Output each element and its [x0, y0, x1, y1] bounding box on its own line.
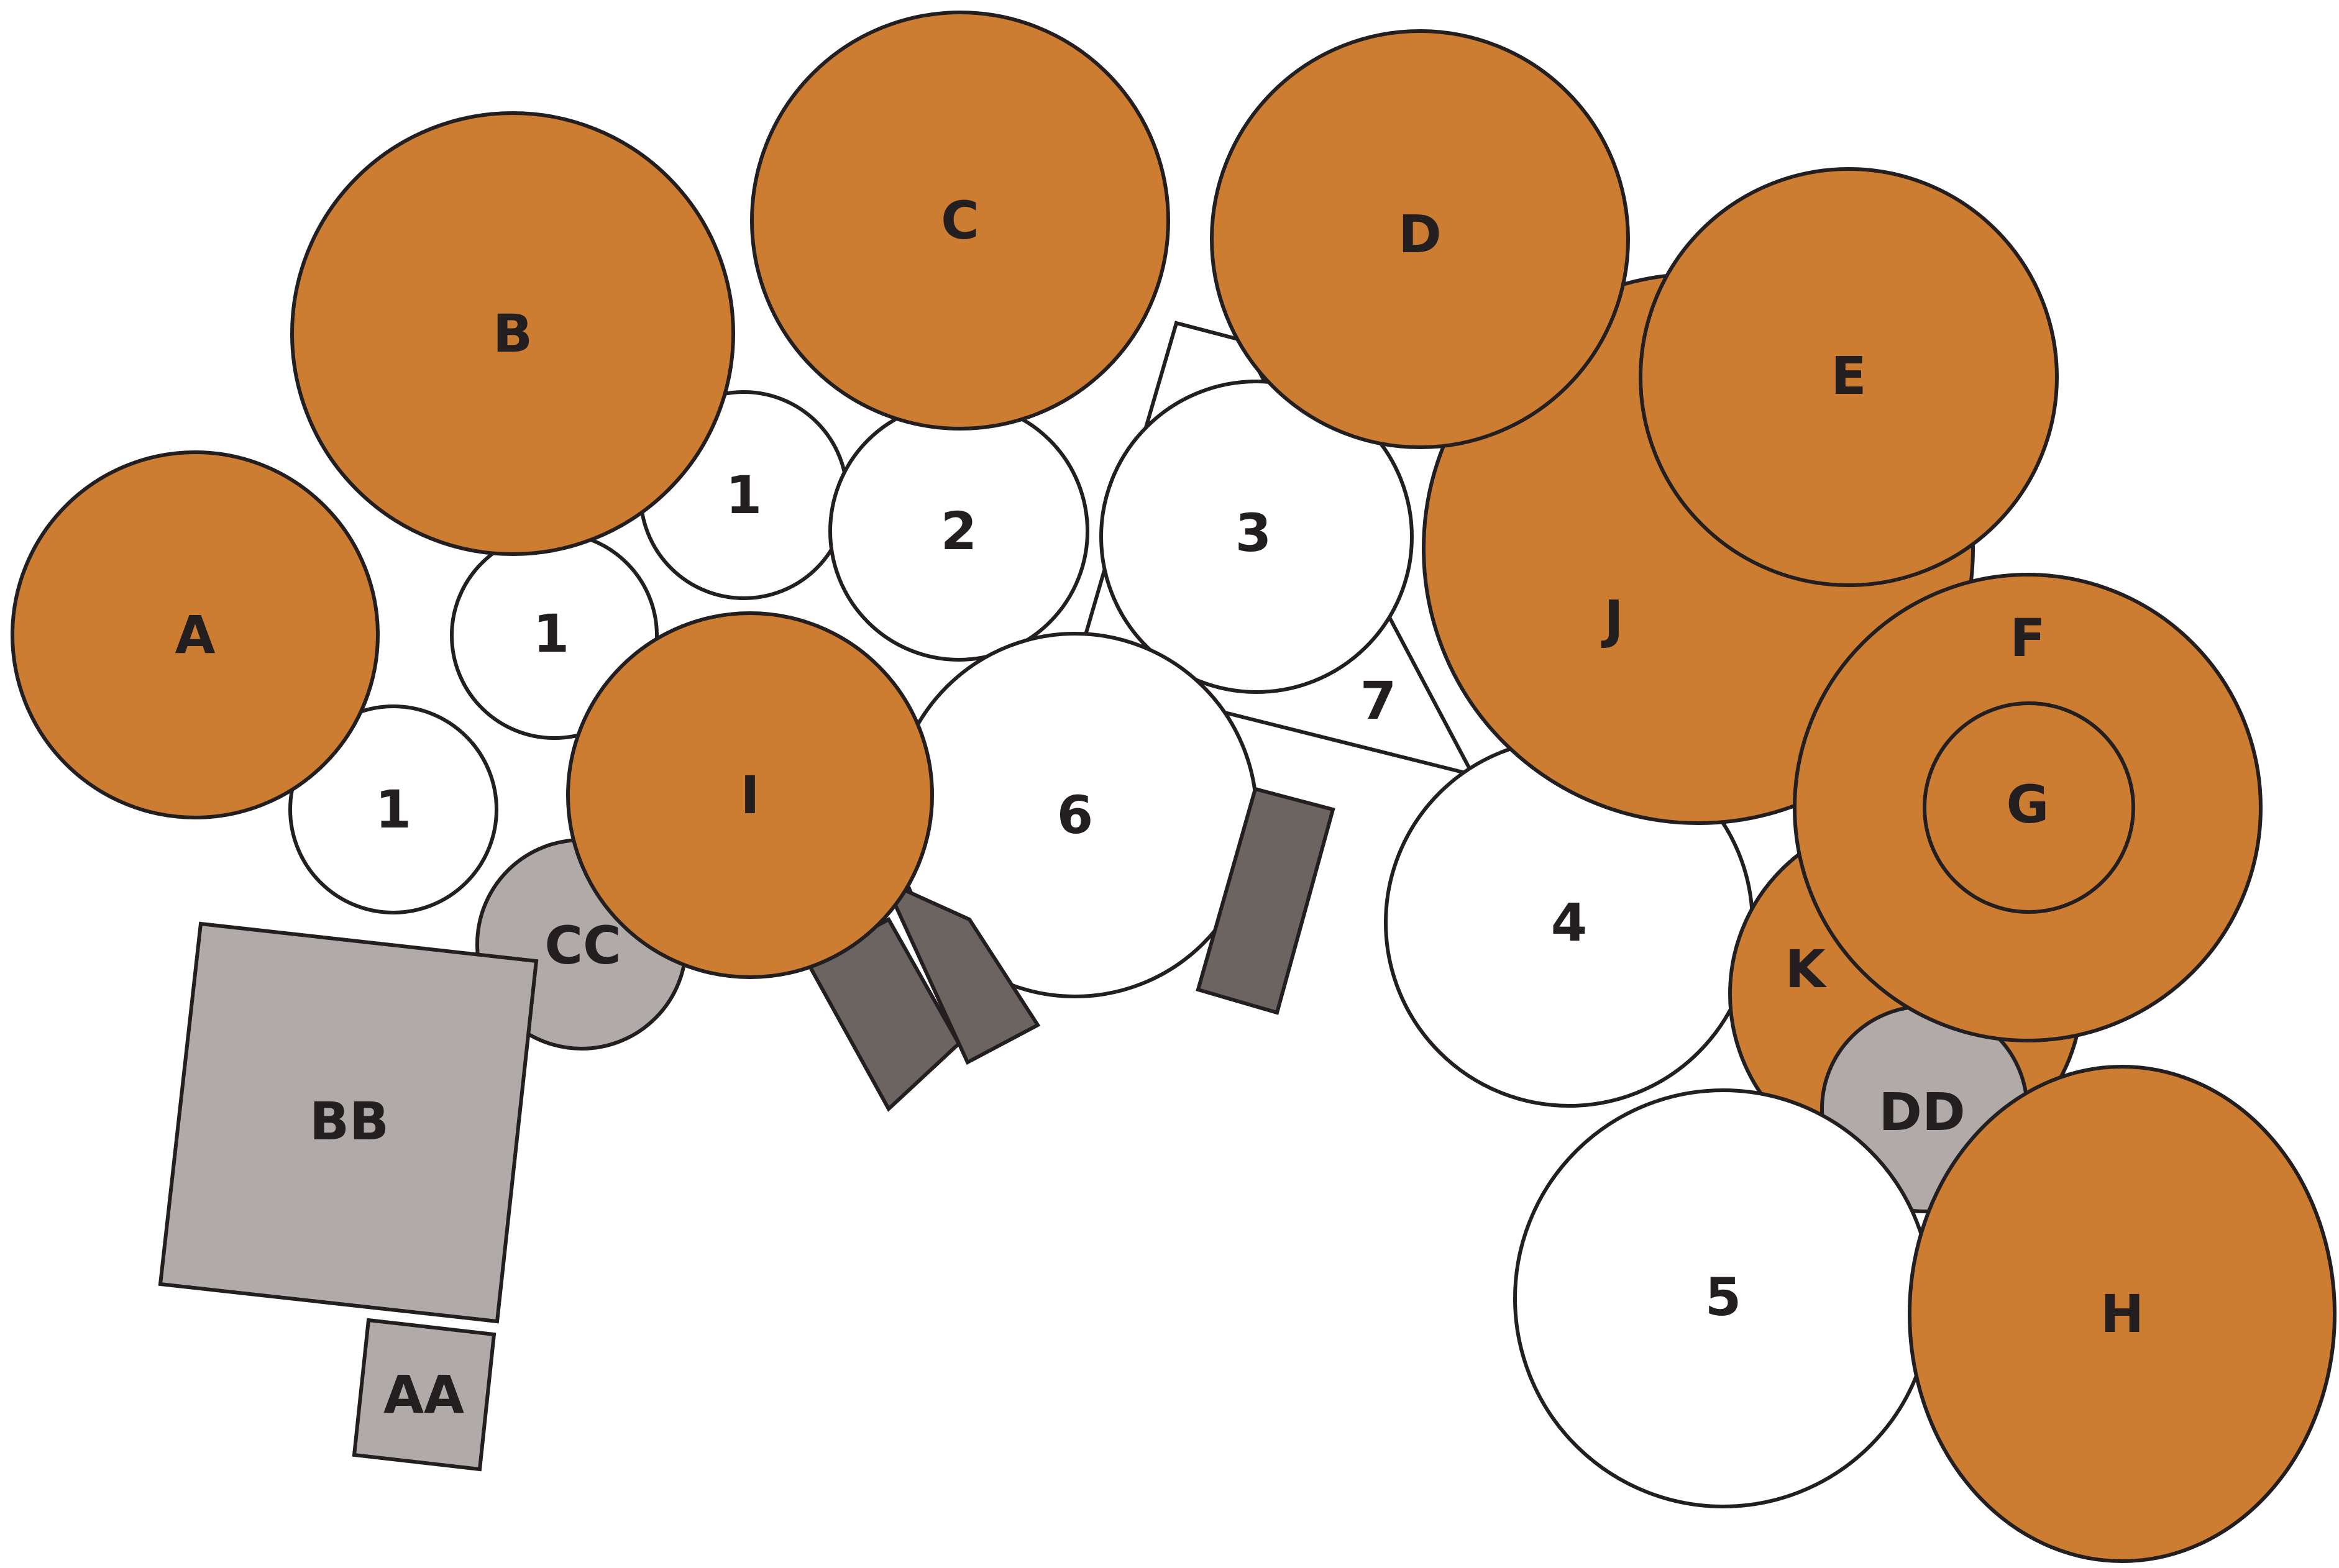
label-AA: AA: [383, 1364, 464, 1425]
label-H: H: [2100, 1283, 2144, 1344]
circle-E: [1639, 167, 2059, 587]
label-CC: CC: [544, 915, 621, 976]
circle-3: [1099, 380, 1414, 694]
circle-B: [290, 111, 735, 556]
label-I: I: [740, 765, 759, 826]
circle-A: [11, 450, 380, 819]
square-BB: [158, 921, 539, 1324]
label-6: 6: [1057, 785, 1093, 846]
label-1-bottom: 1: [375, 779, 411, 840]
label-2: 2: [941, 501, 977, 562]
label-J: J: [1601, 589, 1623, 650]
circle-H: [1908, 1065, 2337, 1563]
label-BB: BB: [309, 1091, 389, 1152]
label-K: K: [1785, 939, 1827, 1000]
label-1-top: 1: [726, 465, 762, 526]
circle-C: [750, 11, 1170, 431]
label-B: B: [493, 303, 533, 364]
square-AA: [352, 1318, 497, 1472]
bench-left-inner: [880, 877, 1041, 1065]
label-F: F: [2010, 608, 2045, 668]
label-G: G: [2007, 774, 2049, 835]
bench-right: [1196, 786, 1335, 1015]
label-5: 5: [1705, 1267, 1741, 1328]
circle-1-bottom: [288, 704, 498, 914]
circle-I: [566, 611, 934, 979]
label-7: 7: [1360, 670, 1396, 731]
circle-G: [1923, 701, 2135, 914]
label-A: A: [175, 604, 215, 665]
label-DD: DD: [1879, 1082, 1965, 1142]
label-1-left: 1: [533, 603, 569, 664]
label-C: C: [941, 190, 979, 251]
label-D: D: [1398, 204, 1442, 265]
circle-D: [1210, 29, 1630, 449]
label-3: 3: [1235, 503, 1271, 563]
label-E: E: [1831, 345, 1866, 406]
label-4: 4: [1551, 892, 1587, 953]
